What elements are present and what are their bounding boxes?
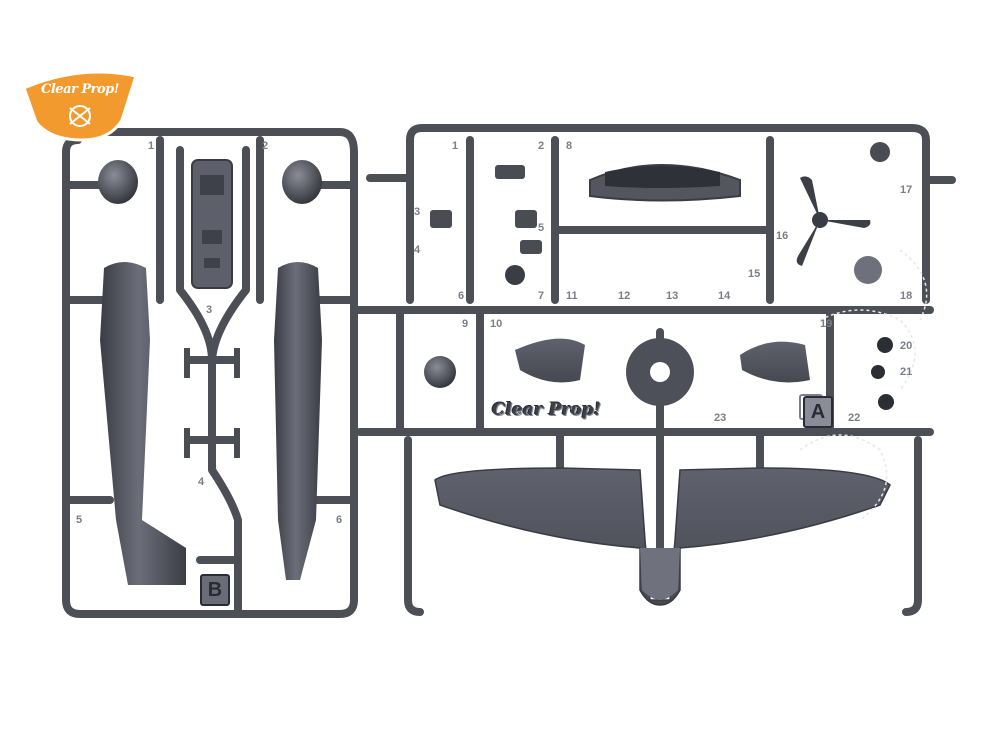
part-number: 8	[566, 140, 573, 152]
part-number: 23	[714, 412, 727, 424]
sprue-letter-a: A	[803, 396, 833, 428]
part-number: 1	[452, 140, 459, 152]
part-number: 15	[748, 268, 761, 280]
part-number: 4	[198, 476, 205, 488]
part-number: 16	[776, 230, 789, 242]
part-number: 6	[336, 514, 343, 526]
part-number: 22	[848, 412, 861, 424]
part-number: 11	[566, 290, 578, 302]
part-number: 7	[538, 290, 545, 302]
sprue-letter-b: B	[200, 574, 230, 606]
part-number: 3	[206, 304, 213, 316]
part-number: 12	[618, 290, 631, 302]
sprue-b-parts	[98, 159, 322, 585]
part-number: 2	[538, 140, 545, 152]
part-number: 3	[414, 206, 421, 218]
part-number: 21	[900, 366, 913, 378]
part-number: 18	[900, 290, 913, 302]
part-number: 17	[900, 184, 913, 196]
part-number: 14	[718, 290, 731, 302]
part-number: 5	[76, 514, 83, 526]
logo-text: Clear Prop!	[41, 82, 119, 97]
clear-prop-logo	[22, 70, 138, 142]
part-number: 13	[666, 290, 679, 302]
part-number: 5	[538, 222, 545, 234]
sprue-a-frame	[350, 124, 956, 616]
part-number: 9	[462, 318, 469, 330]
part-number: 1	[148, 140, 155, 152]
part-number: 19	[820, 318, 833, 330]
part-number: 6	[458, 290, 465, 302]
background-pattern	[799, 249, 928, 521]
part-number: 20	[900, 340, 913, 352]
sprue-embossed-name: Clear Prop!	[492, 400, 602, 420]
part-number: 10	[490, 318, 503, 330]
sprue-a-parts	[424, 142, 894, 606]
part-number: 4	[414, 244, 421, 256]
part-number: 2	[262, 140, 269, 152]
